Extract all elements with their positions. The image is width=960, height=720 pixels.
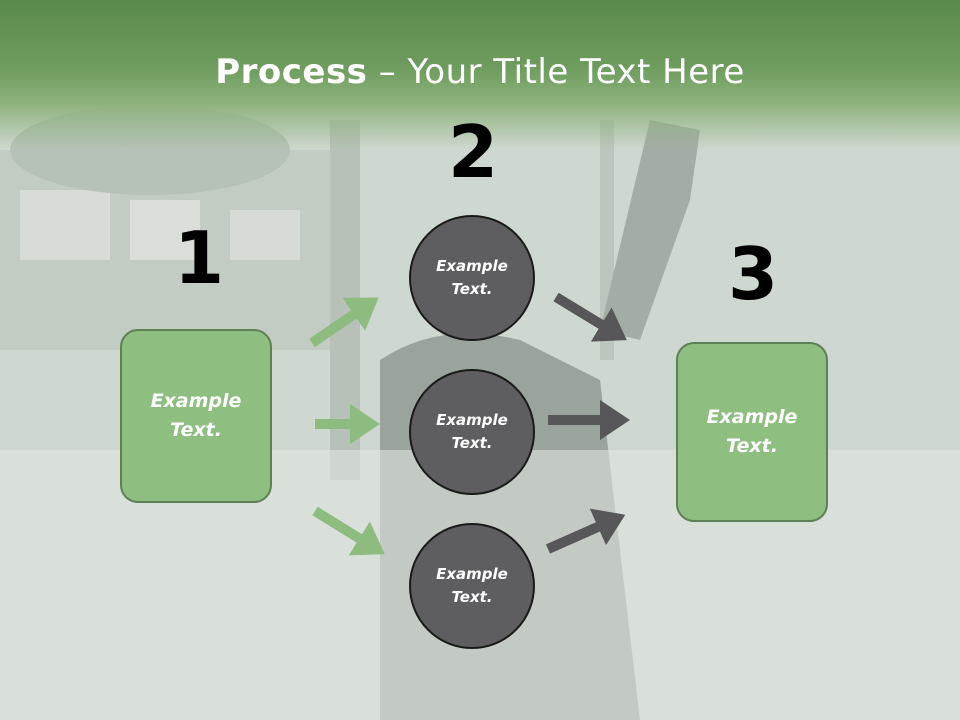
step-2-number: 2 [447,110,499,194]
step-2-label-top: Example Text. [436,257,508,298]
step-3-label: Example Text. [706,406,798,457]
step-1-number: 1 [173,216,225,300]
slide-title: Process – Your Title Text Here [0,52,960,92]
step-1-box: Example Text. [120,329,272,503]
title-bar [0,0,960,150]
step-2-circle-top: Example Text. [409,215,535,341]
arrow-2-to-3-top [553,292,627,342]
title-bold: Process [215,52,368,92]
arrow-2-to-3-bottom [545,508,626,554]
arrow-1-to-2-bottom [312,506,385,556]
step-3-number: 3 [727,232,779,316]
step-2-label-middle: Example Text. [436,411,508,452]
step-3-box: Example Text. [676,342,828,522]
title-rest: – Your Title Text Here [367,52,745,92]
step-2-circle-bottom: Example Text. [409,523,535,649]
step-1-label: Example Text. [150,390,242,441]
step-2-circle-middle: Example Text. [409,369,535,495]
step-2-label-bottom: Example Text. [436,565,508,606]
arrow-1-to-2-top [309,297,379,348]
